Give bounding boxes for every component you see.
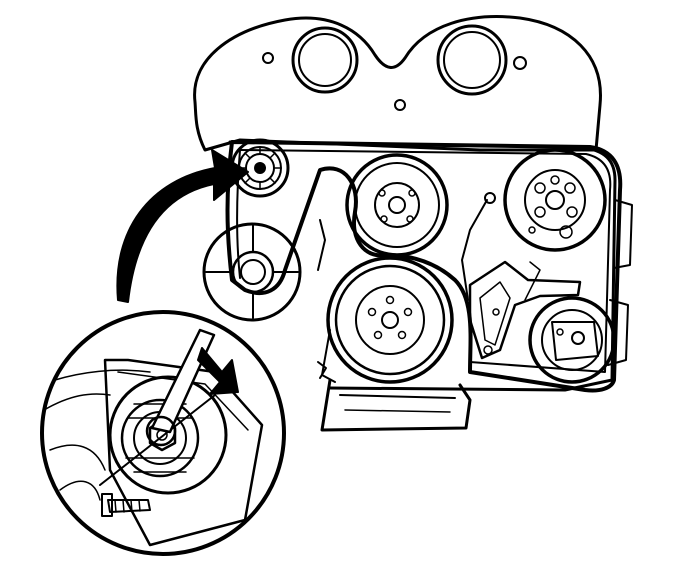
- tensioner-pulley: [230, 138, 290, 198]
- upper-pulley: [345, 153, 449, 257]
- tensioner-detail-magnifier: [40, 310, 286, 556]
- oil-pan: [317, 361, 472, 432]
- rotate-arrow: [197, 347, 239, 395]
- engine-cover: [193, 15, 602, 152]
- compressor-pulley: [528, 296, 616, 384]
- crankshaft-pulley: [326, 256, 454, 384]
- magnify-pointer-arrow: [116, 149, 249, 303]
- idler-pulley: [202, 222, 302, 322]
- wrench: [145, 328, 216, 447]
- alternator-pulley: [503, 148, 607, 252]
- bracket: [468, 260, 582, 360]
